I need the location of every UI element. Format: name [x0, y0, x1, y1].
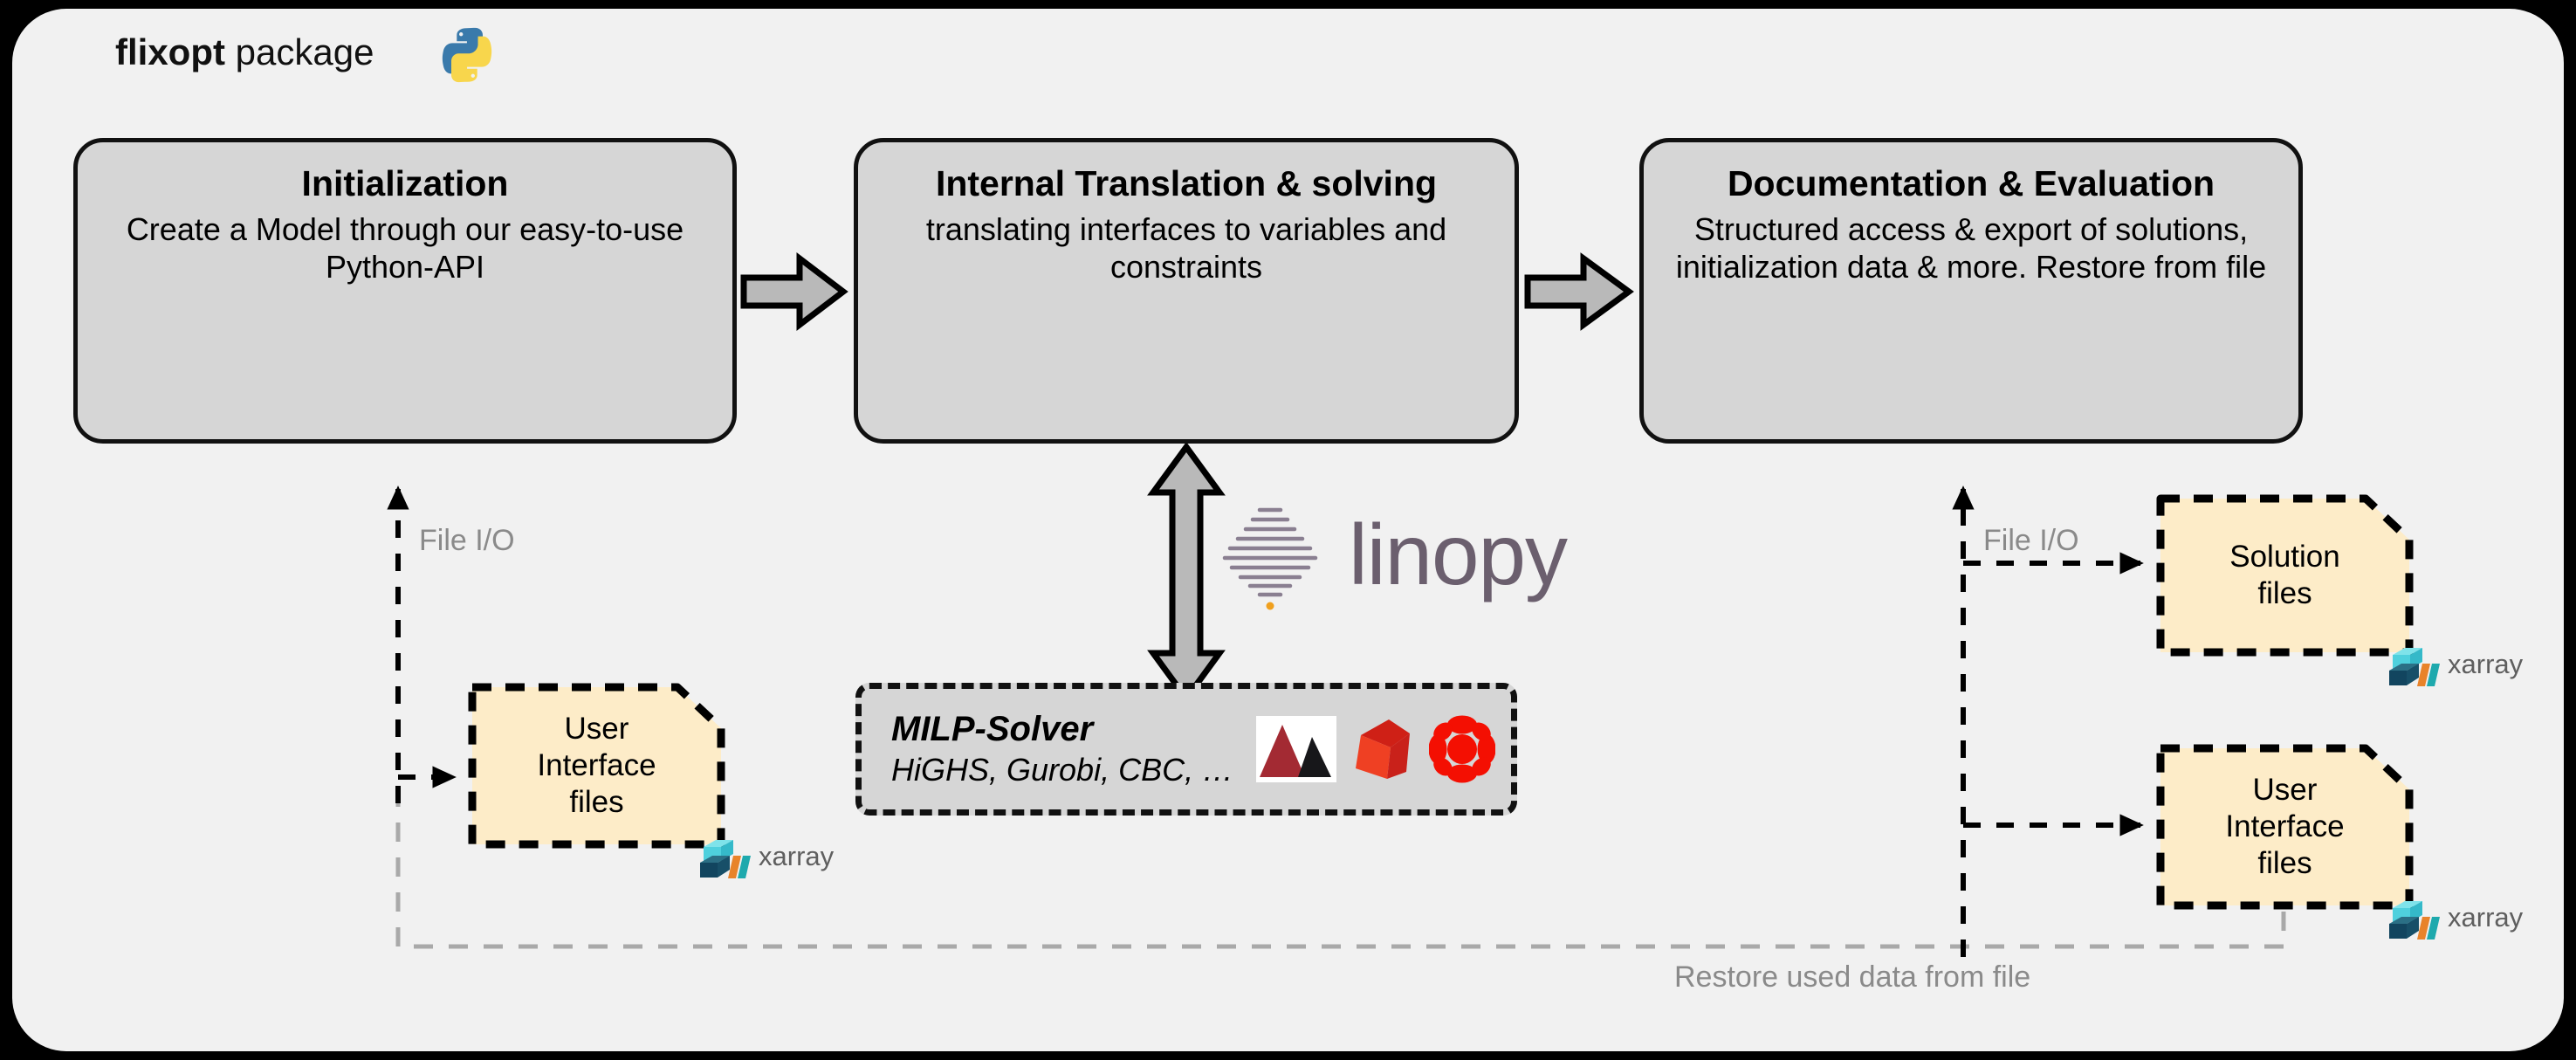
arrow-init-to-translation [740, 251, 848, 332]
file-io-left-path [387, 485, 457, 803]
stage-description: Create a Model through our easy-to-use P… [126, 210, 684, 286]
xarray-logo-icon [700, 840, 751, 878]
xarray-badge-solution: xarray [2387, 637, 2523, 692]
document-shape [2156, 744, 2414, 910]
xarray-badge-right-ui: xarray [2387, 891, 2523, 945]
solver-logo-group [1256, 714, 1496, 784]
file-node-solution-files[interactable]: Solution files [2156, 494, 2414, 657]
stage-heading: Initialization [301, 163, 509, 203]
file-node-label: Solution files [2229, 540, 2340, 610]
file-node-label: User Interface files [537, 712, 656, 819]
linopy-branding: linopy [1209, 498, 1568, 611]
file-io-right-path [1952, 485, 2144, 957]
file-node-user-interface-files-left[interactable]: User Interface files [468, 683, 725, 849]
title-rest: package [224, 31, 374, 72]
linopy-logo-icon [1222, 507, 1318, 610]
arrow-translation-to-documentation [1524, 252, 1634, 331]
stage-heading: Internal Translation & solving [935, 163, 1438, 203]
document-shape [468, 683, 725, 849]
stage-description: Structured access & export of solutions,… [1675, 210, 2267, 286]
solver-subtitle: HiGHS, Gurobi, CBC, … [891, 752, 1234, 788]
xarray-label: xarray [2448, 649, 2524, 679]
file-node-label: User Interface files [2225, 773, 2345, 880]
cbc-logo-icon [1429, 715, 1496, 783]
linopy-wordmark: linopy [1349, 506, 1568, 602]
page-title: flixopt package [115, 31, 374, 73]
edge-label-restore: Restore used data from file [1674, 960, 2031, 994]
python-logo-icon [442, 27, 492, 83]
stage-box-initialization[interactable]: Initialization Create a Model through ou… [73, 138, 737, 444]
solver-heading: MILP-Solver [891, 710, 1094, 749]
file-node-user-interface-files-right[interactable]: User Interface files [2156, 744, 2414, 910]
stage-heading: Documentation & Evaluation [1727, 163, 2215, 203]
highs-logo-icon [1256, 716, 1337, 782]
document-shape [2156, 494, 2414, 657]
stage-box-documentation[interactable]: Documentation & Evaluation Structured ac… [1639, 138, 2303, 444]
title-bold: flixopt [115, 31, 225, 72]
milp-solver-box[interactable]: MILP-Solver HiGHS, Gurobi, CBC, … [855, 683, 1517, 816]
restore-path [395, 803, 2286, 949]
xarray-logo-icon [2389, 901, 2440, 940]
xarray-logo-icon [2389, 648, 2440, 686]
edge-label-file-io-left: File I/O [419, 524, 515, 557]
edge-label-file-io-right: File I/O [1983, 524, 2079, 557]
stage-box-translation[interactable]: Internal Translation & solving translati… [854, 138, 1519, 444]
xarray-badge-left: xarray [698, 829, 834, 884]
xarray-label: xarray [2448, 902, 2524, 933]
xarray-label: xarray [759, 841, 835, 871]
gurobi-logo-icon [1356, 719, 1411, 779]
stage-description: translating interfaces to variables and … [925, 210, 1447, 286]
